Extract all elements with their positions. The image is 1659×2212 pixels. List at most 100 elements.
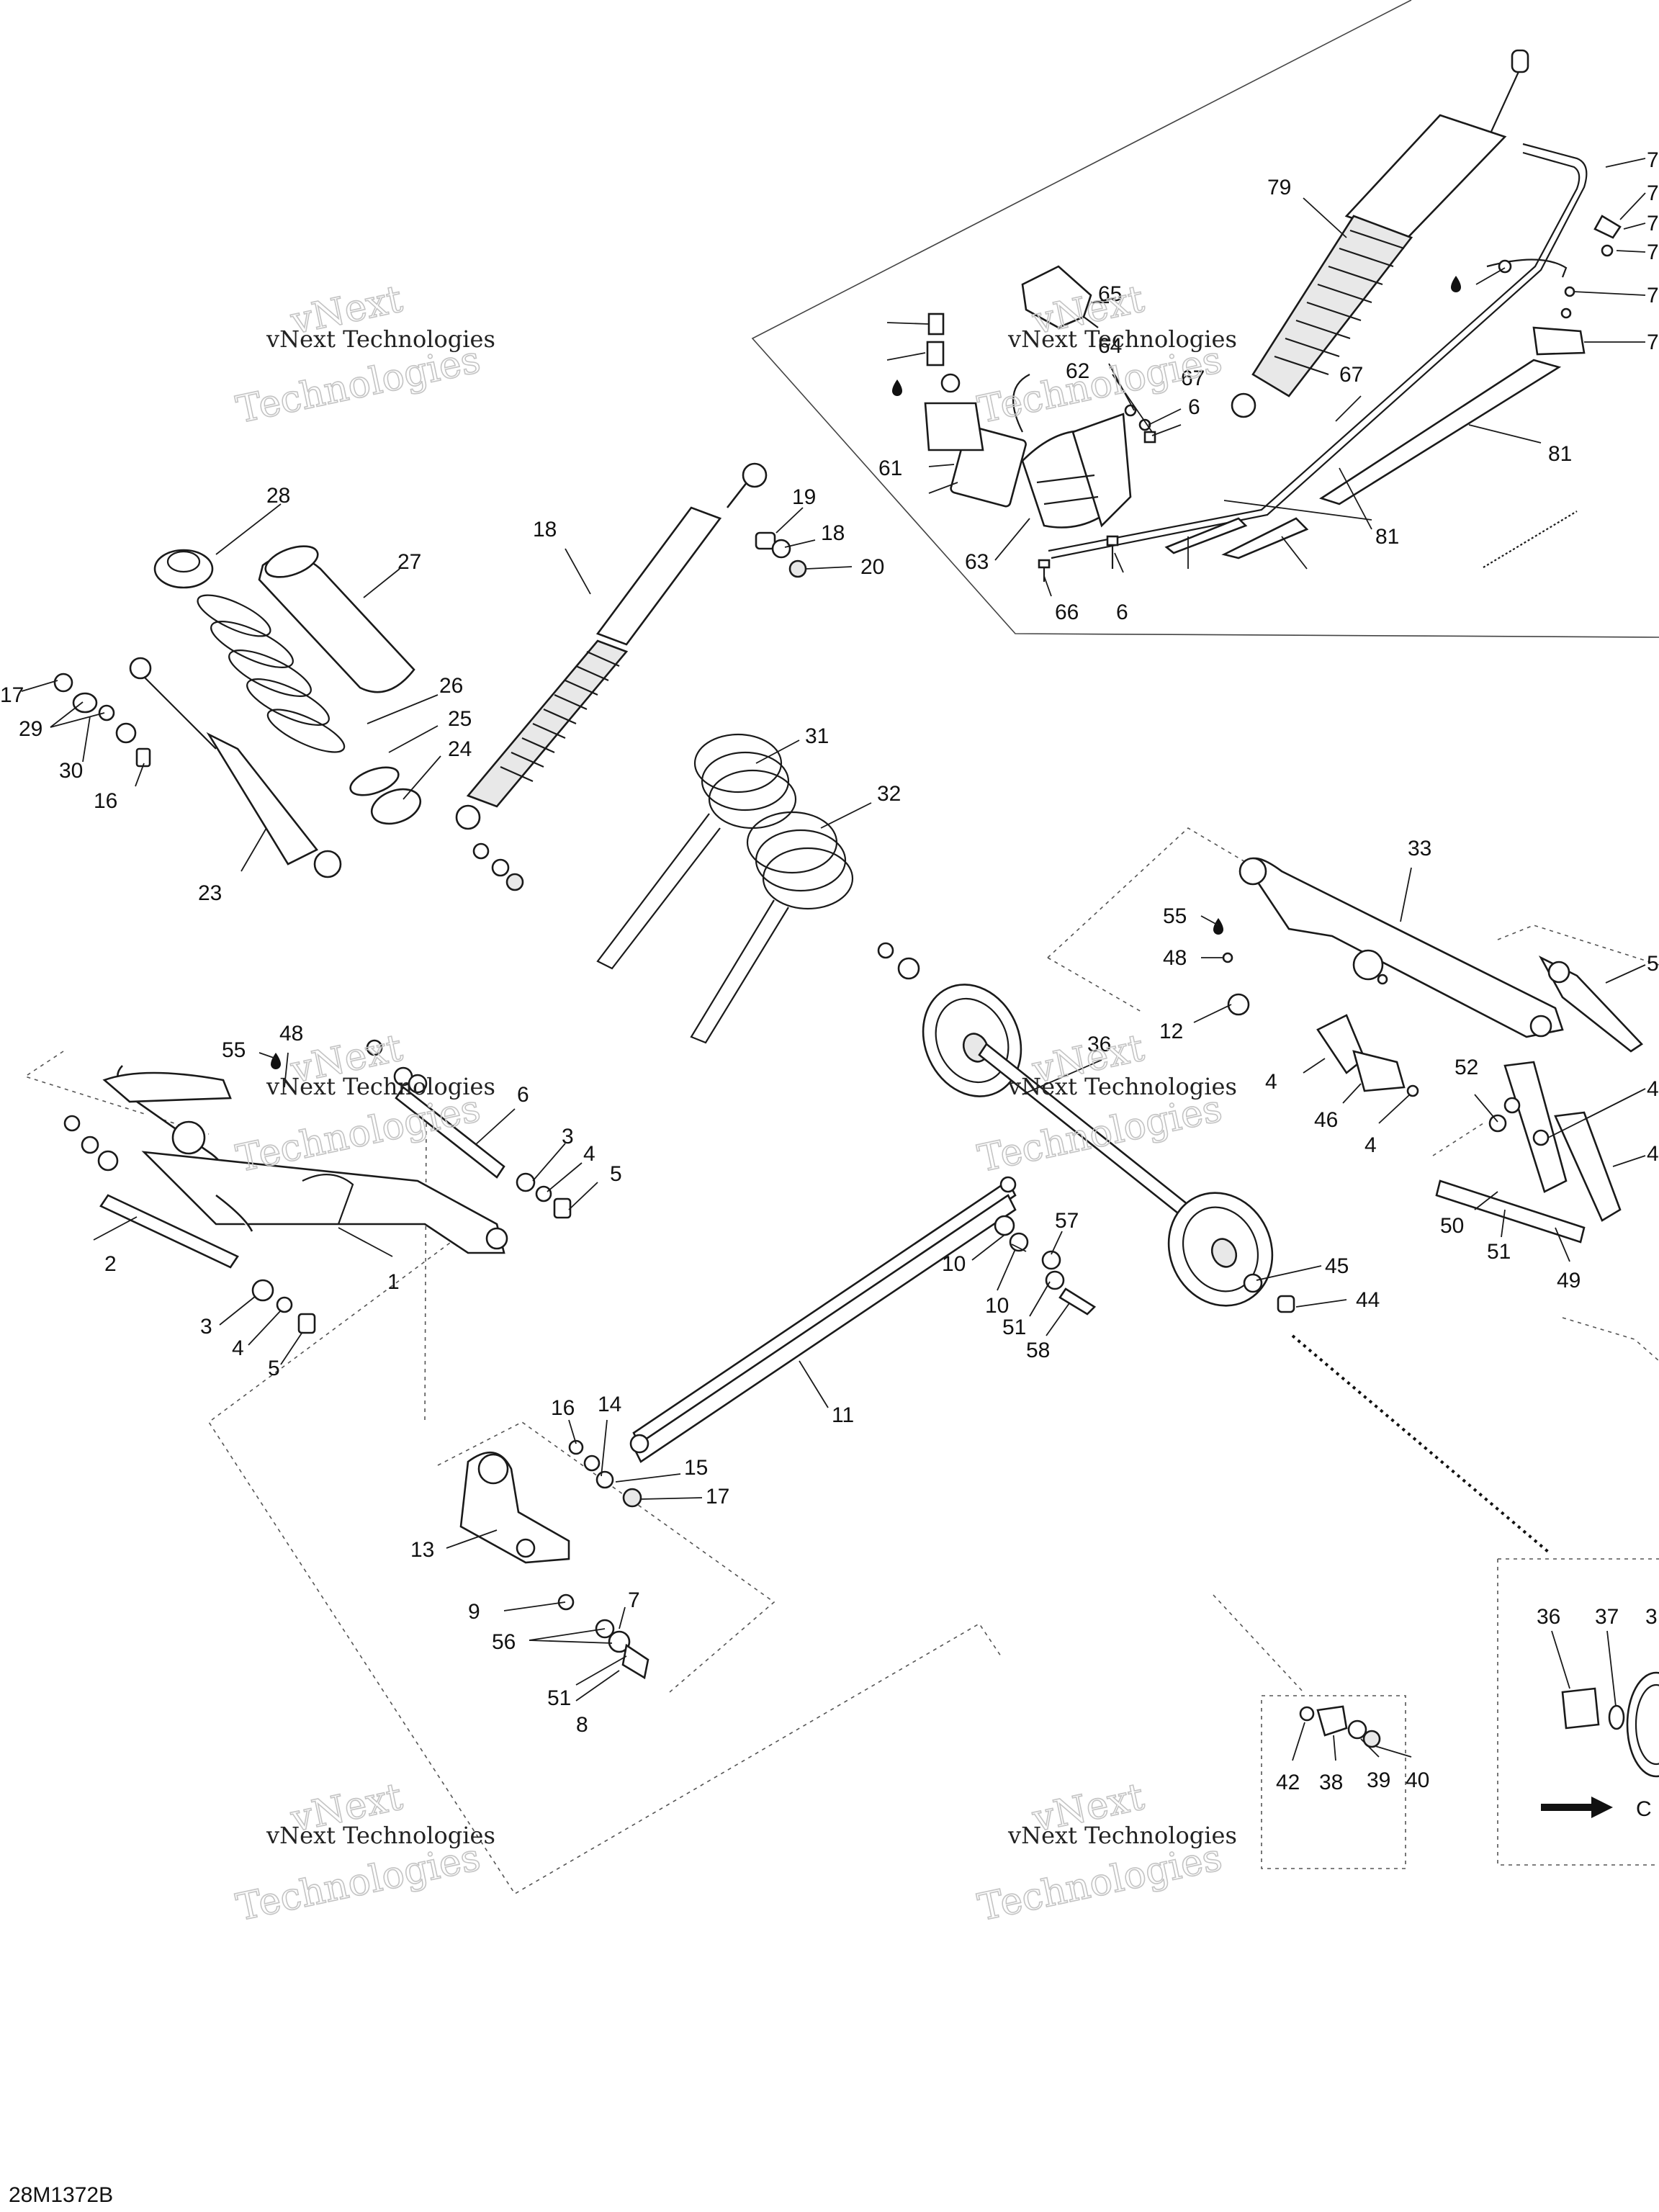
callout-38: 38 <box>1319 1771 1343 1794</box>
callout-4: 4 <box>583 1142 595 1166</box>
callout-7: 77 <box>1647 331 1659 354</box>
callout-45: 4 <box>1265 1070 1277 1094</box>
shock-hardware-16-17-28-29 <box>53 673 151 768</box>
compressor-motor-59 <box>924 313 1030 508</box>
callout-6: 7 <box>1647 181 1659 205</box>
callout-73: 81 <box>1548 442 1572 466</box>
front-shock-assembly-22 <box>129 657 342 878</box>
callout-6: 7 <box>1647 212 1659 235</box>
callout-41: 42 <box>1276 1771 1300 1794</box>
callout-44: 46 <box>1314 1108 1338 1132</box>
callout-7: 76 <box>1647 284 1659 307</box>
callout-51: 51 <box>1002 1316 1026 1339</box>
callout-66: 67 <box>1181 367 1205 390</box>
callout-23: 24 <box>448 737 472 761</box>
svg-text:vNext Technologies: vNext Technologies <box>266 1073 495 1100</box>
callout-58: 58 <box>1026 1339 1050 1362</box>
rocker-hardware-7-8-10-56 <box>557 1439 649 1680</box>
rear-shock-absorber-18 <box>1231 49 1529 418</box>
watermark-6: vNext Technologies vNext Technologies <box>974 1775 1237 1930</box>
callout-9: 10 <box>985 1294 1009 1318</box>
svg-text:vNext Technologies: vNext Technologies <box>266 325 495 353</box>
callout-42: 44 <box>1356 1288 1380 1312</box>
callout-8: 8 <box>576 1713 588 1737</box>
front-arm-1 <box>102 1065 508 1254</box>
callout-32: 33 <box>1408 837 1431 860</box>
tie-rod-11 <box>629 1176 1017 1463</box>
rear-arm-links-47-49-50-52-53 <box>1435 955 1644 1244</box>
svg-text:Technologies: Technologies <box>974 1836 1226 1930</box>
callout-56: 56 <box>492 1630 516 1654</box>
diagram-code: 28M1372B <box>9 2183 113 2207</box>
callout-67: 6 <box>1116 601 1128 624</box>
callout-33: 36 <box>1087 1033 1111 1056</box>
callout-60: 62 <box>1066 359 1089 383</box>
callout-C: C <box>1636 1797 1652 1821</box>
direction-arrow <box>1541 1797 1613 1818</box>
callout-1: 1 <box>387 1270 400 1294</box>
callout-37: 37 <box>1595 1605 1619 1629</box>
svg-text:vNext Technologies: vNext Technologies <box>1007 1822 1237 1849</box>
coil-spring-25 <box>197 594 346 753</box>
callout-52: 52 <box>1455 1056 1478 1079</box>
adjuster-ring-23-24 <box>349 766 422 825</box>
callout-31: 32 <box>877 782 901 806</box>
callout-13: 13 <box>410 1538 434 1562</box>
callout-7: 74 <box>1647 148 1659 172</box>
callout-28: 29 <box>19 717 42 741</box>
callout-59: 61 <box>878 457 902 480</box>
callout-55: 55 <box>1163 904 1187 928</box>
callout-29: 30 <box>59 759 83 783</box>
callout-20: 19 <box>792 485 816 509</box>
callout-3: 3 <box>562 1125 574 1148</box>
callout-71: 81 <box>1375 525 1399 549</box>
callout-4: 4 <box>232 1336 244 1360</box>
callout-51: 51 <box>547 1686 571 1710</box>
callout-43: 45 <box>1325 1254 1349 1278</box>
callout-7: 7 <box>628 1588 640 1612</box>
callout-17: 17 <box>0 683 24 707</box>
svg-text:Technologies: Technologies <box>974 1087 1226 1181</box>
mounting-bracket-61 <box>1021 413 1132 529</box>
callout-50: 50 <box>1440 1214 1464 1238</box>
callout-30: 31 <box>805 724 829 748</box>
tie-rod-hardware-9-10-51-57-58 <box>994 1215 1097 1316</box>
wheel-hardware-42-43 <box>1243 1273 1295 1313</box>
shock-hardware-19-20-21 <box>472 531 807 891</box>
threaded-rod-80 <box>1483 511 1578 568</box>
detail-panel-wheel-hub <box>1213 1594 1406 1869</box>
callout-55: 55 <box>222 1038 246 1062</box>
callout-24: 25 <box>448 707 472 731</box>
callout-5: 5 <box>1647 952 1659 976</box>
callout-39: 39 <box>1367 1768 1390 1792</box>
callout-6: 6 <box>517 1083 529 1107</box>
callout-61: 63 <box>965 550 989 574</box>
callout-17: 17 <box>706 1485 729 1509</box>
callout-19: 18 <box>821 521 845 545</box>
callout-labels: 79 74 7 7 75 76 77 65 64 62 67 6 67 81 8… <box>0 148 1659 2207</box>
wheel-hub-detail-38-41 <box>1299 1705 1381 1748</box>
callout-63: 65 <box>1098 282 1122 306</box>
callout-48: 48 <box>279 1022 303 1046</box>
callout-16: 16 <box>94 789 117 813</box>
grease-drop-icon <box>271 276 1461 1069</box>
callout-12: 12 <box>1159 1020 1183 1043</box>
watermark-1: vNext Technologies vNext Technologies <box>232 277 495 433</box>
rear-arm-bracket-44-45-46 <box>1316 1014 1419 1097</box>
callout-46: 4 <box>1364 1133 1377 1157</box>
front-arm-rod-2 <box>99 1194 239 1269</box>
callout-4: 4 <box>1647 1142 1659 1166</box>
callout-18: 79 <box>1267 176 1291 199</box>
rear-arm-grease-48-55 <box>1222 952 1233 963</box>
rear-arm-32 <box>1227 857 1564 1038</box>
callout-21: 20 <box>860 555 884 579</box>
svg-text:Technologies: Technologies <box>233 1087 484 1181</box>
callout-15: 15 <box>684 1456 708 1480</box>
front-arm-dotted-group <box>24 1051 1002 1895</box>
callout-40: 40 <box>1406 1768 1429 1792</box>
callout-25: 26 <box>439 674 463 698</box>
watermark-5: vNext Technologies vNext Technologies <box>232 1775 495 1930</box>
callout-3: 3 <box>1645 1605 1658 1629</box>
callout-67: 6 <box>1188 395 1200 419</box>
